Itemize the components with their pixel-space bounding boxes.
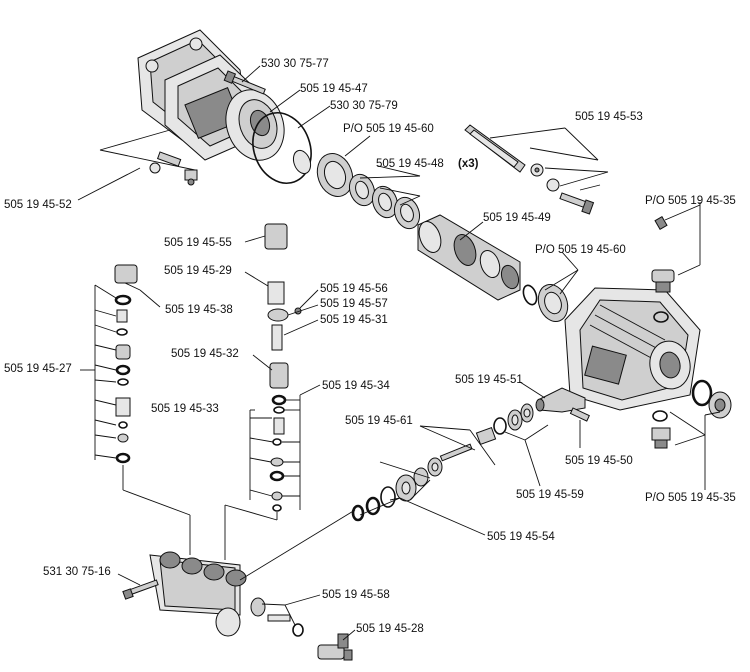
manifold	[149, 551, 247, 637]
side-plug-set	[651, 379, 732, 449]
housing-o-ring	[252, 112, 312, 184]
label-po-505194560-upper: P/O 505 19 45-60	[343, 123, 434, 135]
label-505194534: 505 19 45-34	[322, 380, 390, 392]
plunger-bolt-kit	[427, 426, 497, 477]
label-531307516: 531 30 75-16	[43, 566, 111, 578]
label-505194557: 505 19 45-57	[320, 298, 388, 310]
label-505194561: 505 19 45-61	[345, 415, 413, 427]
tee-fitting	[317, 633, 353, 661]
label-505194527: 505 19 45-27	[4, 363, 72, 375]
housing-bolt	[223, 70, 266, 95]
label-po-505194535-top: P/O 505 19 45-35	[645, 195, 736, 207]
bypass-parts	[250, 597, 304, 637]
bearing-upper	[292, 149, 354, 197]
label-x3: (x3)	[458, 158, 479, 170]
label-505194532: 505 19 45-32	[171, 348, 239, 360]
label-po-505194535-bottom: P/O 505 19 45-35	[645, 492, 736, 504]
label-505194553: 505 19 45-53	[575, 111, 643, 123]
label-505194552: 505 19 45-52	[4, 199, 72, 211]
crankcase-body	[564, 287, 701, 411]
label-505194548: 505 19 45-48	[376, 158, 444, 170]
label-505194538: 505 19 45-38	[165, 304, 233, 316]
valve-kit-left	[114, 264, 138, 464]
label-505194528: 505 19 45-28	[356, 623, 424, 635]
label-505194551: 505 19 45-51	[455, 374, 523, 386]
crankshaft	[417, 214, 521, 301]
rod-cap-hardware	[464, 124, 595, 215]
label-530307579: 530 30 75-79	[330, 100, 398, 112]
label-505194549: 505 19 45-49	[483, 212, 551, 224]
label-505194555: 505 19 45-55	[164, 237, 232, 249]
label-505194550: 505 19 45-50	[565, 455, 633, 467]
oil-cap	[651, 215, 675, 323]
part-labels: 530 30 75-77 505 19 45-47 530 30 75-79 P…	[4, 58, 736, 635]
unloader-column	[264, 223, 302, 512]
seal-kit	[351, 467, 429, 522]
label-505194533: 505 19 45-33	[151, 403, 219, 415]
label-505194558: 505 19 45-58	[322, 589, 390, 601]
label-505194556: 505 19 45-56	[320, 283, 388, 295]
seal-retainer-set	[493, 403, 534, 435]
leader-lines	[77, 65, 721, 641]
label-505194529: 505 19 45-29	[164, 265, 232, 277]
connecting-rods	[348, 173, 421, 230]
label-505194554: 505 19 45-54	[487, 531, 555, 543]
label-505194531: 505 19 45-31	[320, 314, 388, 326]
plunger-assembly	[535, 387, 590, 422]
manifold-bolt	[122, 579, 159, 600]
label-po-505194560-lower: P/O 505 19 45-60	[535, 244, 626, 256]
label-505194559: 505 19 45-59	[516, 489, 584, 501]
label-530307577: 530 30 75-77	[261, 58, 329, 70]
label-505194547: 505 19 45-47	[300, 83, 368, 95]
pin-and-screw-set	[149, 151, 198, 186]
